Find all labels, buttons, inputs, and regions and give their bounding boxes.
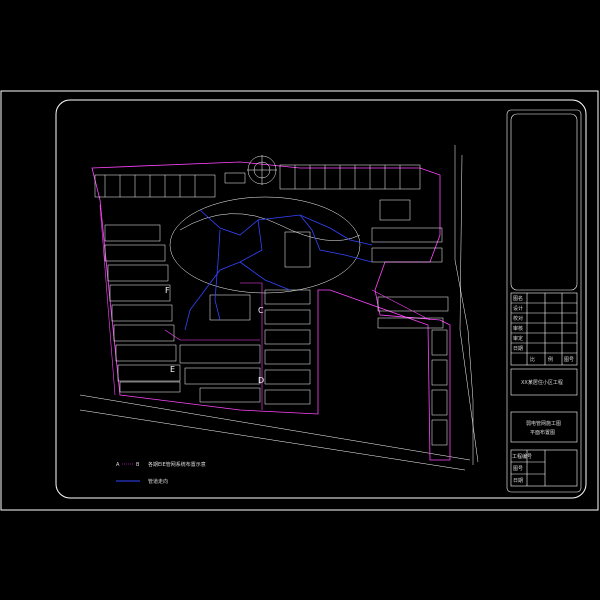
site-plan: E F C D bbox=[79, 145, 479, 471]
zone-label: E bbox=[170, 365, 175, 374]
title-block-inner bbox=[510, 113, 578, 291]
zone-label: F bbox=[165, 286, 170, 295]
garden-path bbox=[179, 213, 361, 241]
site-boundary bbox=[91, 161, 451, 461]
south-road bbox=[79, 409, 466, 471]
drawing-name-line-1: 弱电管网施工图 bbox=[526, 420, 561, 427]
tb-row-label: 日期 bbox=[513, 346, 523, 352]
legend-marker-b: B bbox=[136, 462, 140, 468]
central-garden bbox=[169, 196, 361, 294]
title-block-text: 图名 设计 校对 审核 审定 日期 比 例 图号 XX某居住小区工程 弱电管网施… bbox=[512, 295, 574, 484]
project-name: XX某居住小区工程 bbox=[521, 379, 563, 386]
sheet-outer-border bbox=[0, 90, 599, 511]
boundary-line bbox=[459, 154, 479, 463]
title-block bbox=[506, 109, 582, 493]
west-villas bbox=[104, 224, 181, 393]
middle-villas bbox=[179, 231, 311, 405]
drawing-name-box bbox=[510, 411, 578, 443]
zone-label: D bbox=[258, 376, 264, 385]
tb-row-label: 设计 bbox=[513, 305, 523, 312]
legend: A B 各期EIE管网系统布置示意 管道走向 bbox=[116, 461, 206, 485]
east-villas bbox=[371, 199, 449, 446]
project-name-box bbox=[510, 368, 578, 396]
central-plaza bbox=[247, 155, 277, 185]
tb-row-label: 审定 bbox=[513, 335, 523, 342]
tb-footer-label: 图号 bbox=[513, 466, 523, 472]
tb-bottom-scale-2: 例 bbox=[548, 356, 553, 363]
tb-footer-label: 日期 bbox=[513, 478, 523, 484]
legend-marker-a: A bbox=[116, 462, 120, 468]
legend-text-2: 管道走向 bbox=[148, 478, 168, 485]
zone-label: C bbox=[258, 306, 264, 315]
drawing-name-line-2: 平面布置图 bbox=[530, 429, 555, 436]
pipe-network bbox=[184, 209, 373, 331]
south-road bbox=[79, 394, 471, 461]
tb-row-label: 校对 bbox=[513, 315, 523, 322]
tb-row-label: 图名 bbox=[513, 295, 523, 302]
drawing-frame bbox=[55, 99, 587, 499]
tb-bottom-number: 图号 bbox=[564, 357, 574, 363]
tb-bottom-scale-1: 比 bbox=[530, 356, 535, 363]
title-block-frame bbox=[506, 109, 582, 493]
tb-row-label: 审核 bbox=[513, 325, 523, 332]
legend-text-1: 各期EIE管网系统布置示意 bbox=[148, 461, 206, 468]
footer-box bbox=[510, 449, 578, 487]
north-terraces bbox=[94, 164, 421, 198]
revision-table bbox=[510, 292, 578, 366]
tb-footer-label: 工程编号 bbox=[512, 453, 532, 460]
road-lines bbox=[99, 204, 431, 410]
boundary-line bbox=[454, 145, 474, 465]
